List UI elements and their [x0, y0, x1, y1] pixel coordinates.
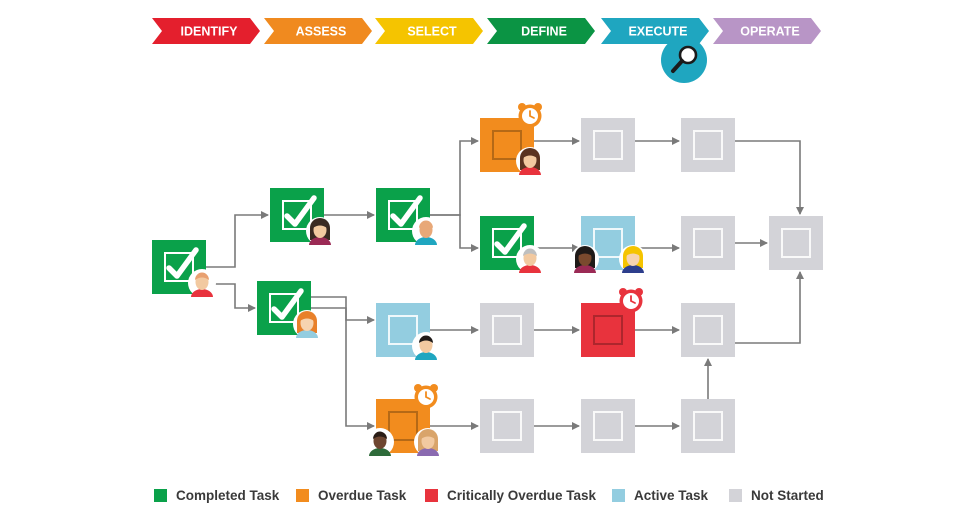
- phase-define[interactable]: DEFINE: [487, 18, 595, 44]
- alarm-clock-icon: [414, 384, 438, 409]
- task-completed-t2[interactable]: [270, 188, 334, 245]
- legend-item-critical: Critically Overdue Task: [425, 488, 596, 503]
- phase-label: DEFINE: [521, 25, 567, 39]
- legend-item-notstarted: Not Started: [729, 488, 824, 503]
- avatar-man-red-shirt: [188, 269, 216, 297]
- task-notstarted-t10[interactable]: [681, 216, 735, 270]
- task-box: [581, 399, 635, 453]
- avatar-woman-brown-hair: [516, 147, 544, 175]
- connector-t4-t8: [430, 214, 479, 252]
- task-box: [480, 399, 534, 453]
- phase-label: SELECT: [407, 25, 457, 39]
- task-notstarted-t17[interactable]: [480, 399, 534, 453]
- avatar-woman-black-hair: [571, 245, 599, 273]
- avatar-woman-light-hair: [414, 428, 442, 456]
- task-box: [681, 399, 735, 453]
- task-notstarted-t19[interactable]: [681, 399, 735, 453]
- connector-t3-t16: [311, 307, 375, 430]
- phase-select[interactable]: SELECT: [375, 18, 483, 44]
- task-box: [681, 118, 735, 172]
- connector-t15-t11: [735, 271, 804, 344]
- task-completed-t8[interactable]: [480, 216, 544, 273]
- phase-bar: IDENTIFY ASSESS SELECT DEFINE EXECUTE OPERATE: [152, 18, 821, 83]
- legend: Completed Task Overdue Task Critically O…: [0, 488, 974, 512]
- task-notstarted-t7[interactable]: [681, 118, 735, 172]
- avatar-man-black-hair: [412, 332, 440, 360]
- avatar-man-grey-hair: [516, 245, 544, 273]
- alarm-clock-icon: [518, 103, 542, 128]
- phase-label: EXECUTE: [628, 25, 687, 39]
- connector-t1-t3: [206, 283, 256, 312]
- checkmark-icon: [390, 195, 423, 227]
- task-active-t12[interactable]: [376, 303, 440, 360]
- task-active-t9[interactable]: [571, 216, 647, 273]
- legend-swatch-critical: [425, 489, 438, 502]
- phase-identify[interactable]: IDENTIFY: [152, 18, 260, 44]
- checkmark-icon: [284, 195, 317, 227]
- connector-lines: [206, 137, 804, 430]
- avatar-man-dark-skin: [366, 428, 394, 456]
- phase-label: ASSESS: [296, 25, 347, 39]
- checkmark-icon: [271, 288, 304, 320]
- checkmark-icon: [494, 223, 527, 255]
- checkmark-icon: [166, 247, 199, 279]
- legend-label-active: Active Task: [634, 488, 709, 503]
- phase-operate[interactable]: OPERATE: [713, 18, 821, 44]
- task-box: [769, 216, 823, 270]
- avatar-woman-dark-hair: [306, 217, 334, 245]
- legend-swatch-completed: [154, 489, 167, 502]
- avatar-woman-orange-hair: [293, 310, 321, 338]
- legend-item-overdue: Overdue Task: [296, 488, 406, 503]
- task-completed-t4[interactable]: [376, 188, 440, 245]
- task-notstarted-t11[interactable]: [769, 216, 823, 270]
- alarm-clock-icon: [619, 288, 643, 313]
- task-box: [681, 216, 735, 270]
- phase-label: IDENTIFY: [181, 25, 239, 39]
- connector-t1-t2: [206, 211, 269, 268]
- task-box: [681, 303, 735, 357]
- legend-swatch-active: [612, 489, 625, 502]
- task-completed-t1[interactable]: [152, 240, 216, 297]
- legend-label-critical: Critically Overdue Task: [447, 488, 597, 503]
- task-box: [581, 118, 635, 172]
- legend-label-overdue: Overdue Task: [318, 488, 407, 503]
- connector-t4-t5: [430, 137, 479, 216]
- avatar-man-bald: [412, 217, 440, 245]
- task-completed-t3[interactable]: [257, 281, 321, 338]
- legend-item-completed: Completed Task: [154, 488, 279, 503]
- connector-t7-t11: [735, 140, 804, 215]
- phase-label: OPERATE: [740, 25, 800, 39]
- task-notstarted-t18[interactable]: [581, 399, 635, 453]
- phase-assess[interactable]: ASSESS: [264, 18, 372, 44]
- task-critical-t14[interactable]: [581, 288, 643, 357]
- legend-label-notstarted: Not Started: [751, 488, 824, 503]
- legend-swatch-overdue: [296, 489, 309, 502]
- task-overdue-t16[interactable]: [366, 384, 442, 456]
- task-notstarted-t13[interactable]: [480, 303, 534, 357]
- task-box: [480, 303, 534, 357]
- task-notstarted-t15[interactable]: [681, 303, 735, 357]
- task-overdue-t5[interactable]: [480, 103, 544, 175]
- legend-swatch-notstarted: [729, 489, 742, 502]
- task-nodes: [152, 103, 823, 456]
- task-notstarted-t6[interactable]: [581, 118, 635, 172]
- legend-item-active: Active Task: [612, 488, 708, 503]
- avatar-woman-blonde: [619, 245, 647, 273]
- magnifier-icon: [661, 37, 707, 83]
- task-box: [581, 303, 635, 357]
- legend-label-completed: Completed Task: [176, 488, 280, 503]
